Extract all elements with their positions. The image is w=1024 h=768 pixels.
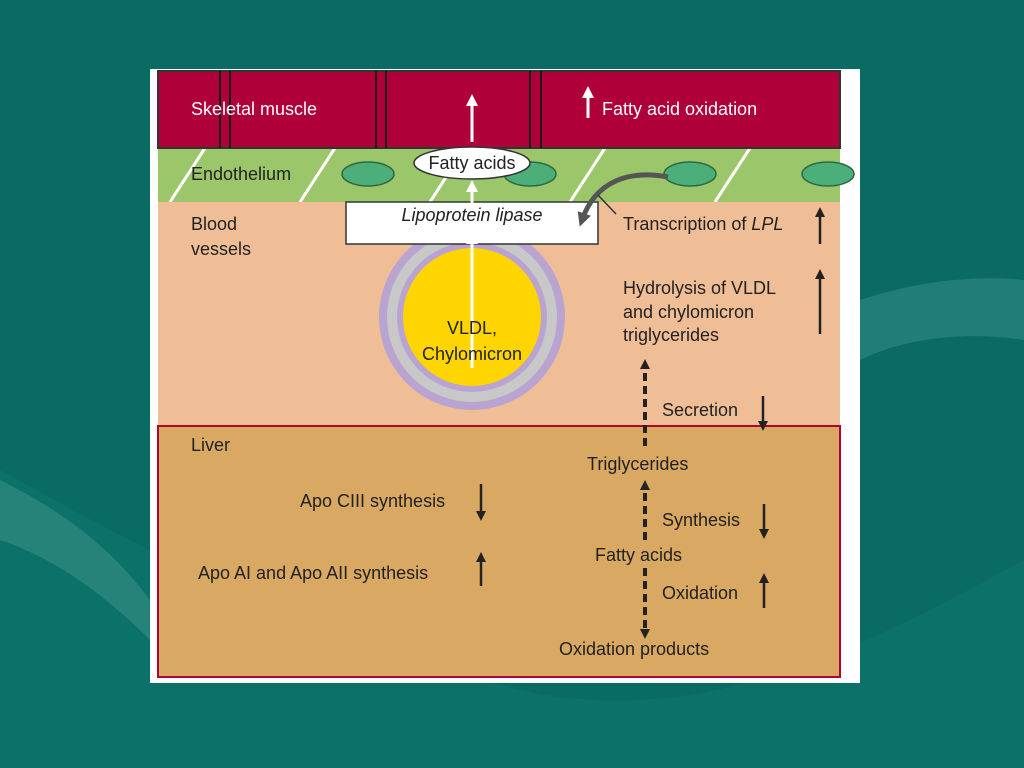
hydrolysis-label-2: and chylomicron [623, 302, 754, 322]
hydrolysis-label-1: Hydrolysis of VLDL [623, 278, 776, 298]
secretion-label: Secretion [662, 400, 738, 420]
endothelial-nucleus [801, 161, 855, 187]
liver-region [157, 425, 841, 678]
transcription-label: Transcription of LPL [623, 214, 783, 234]
endothelial-nucleus [663, 161, 717, 187]
particle-label-1: VLDL, [447, 318, 497, 338]
liver-label: Liver [191, 435, 230, 455]
transcription-leader-line [597, 194, 617, 215]
lpl-gene: LPL [751, 214, 783, 234]
fatty-acid-oxidation-label: Fatty acid oxidation [602, 99, 757, 119]
hydrolysis-label-3: triglycerides [623, 325, 719, 345]
oxidation-products-label: Oxidation products [559, 639, 709, 659]
transcription-prefix: Transcription of [623, 214, 751, 234]
lipoprotein-lipase-label: Lipoprotein lipase [401, 205, 542, 225]
endothelium-label: Endothelium [191, 164, 291, 184]
triglycerides-label: Triglycerides [587, 454, 688, 474]
lpl-transcription-arrow [577, 172, 669, 227]
particle-label-2: Chylomicron [422, 344, 522, 364]
apo-ai-aii-label: Apo AI and Apo AII synthesis [198, 563, 428, 583]
synthesis-label: Synthesis [662, 510, 740, 530]
apo-ciii-label: Apo CIII synthesis [300, 491, 445, 511]
blood-vessels-label-2: vessels [191, 239, 251, 259]
fatty-acids-ellipse [413, 146, 531, 180]
fatty-acids-top-label: Fatty acids [428, 153, 515, 173]
endothelial-nucleus [341, 161, 395, 187]
fatty-acids-liver-label: Fatty acids [595, 545, 682, 565]
blood-vessels-label: Blood [191, 214, 237, 234]
skeletal-muscle-band [157, 70, 841, 149]
skeletal-muscle-label: Skeletal muscle [191, 99, 317, 119]
oxidation-label: Oxidation [662, 583, 738, 603]
